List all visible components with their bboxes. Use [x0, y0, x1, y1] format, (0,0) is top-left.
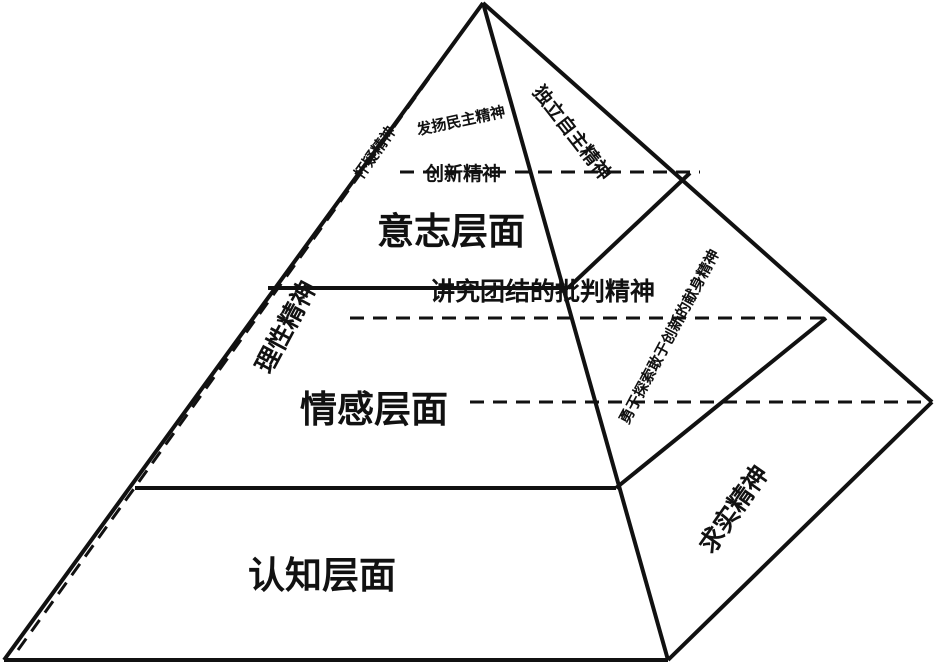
spirit-truth-seeking: 求实精神 [693, 460, 774, 559]
spirit-independent: 独立自主精神 [528, 81, 616, 185]
layer-label-cognition: 认知层面 [248, 554, 396, 597]
spirit-innovation: 创新精神 [424, 162, 501, 185]
hidden-back-edge [16, 2, 485, 651]
upper-layer-divider-side [566, 171, 692, 290]
spirit-exploration: 勇于探索敢于创新的献身精神 [616, 246, 723, 427]
spirit-rational: 理性精神 [250, 276, 323, 378]
spirit-skeptical: 怀疑精神 [351, 123, 400, 182]
lower-layer-divider-side [614, 316, 828, 490]
pyramid-right-edge [481, 1, 934, 404]
pyramid-base-right [666, 400, 934, 662]
layer-label-emotion: 情感层面 [300, 388, 448, 431]
spirit-democracy: 发扬民主精神 [414, 103, 507, 140]
pyramid-front-right-edge [481, 2, 670, 661]
spirit-unity-critique: 讲究团结的批判精神 [430, 277, 655, 306]
layer-label-will: 意志层面 [377, 210, 525, 253]
pyramid-left-edge [2, 1, 485, 662]
